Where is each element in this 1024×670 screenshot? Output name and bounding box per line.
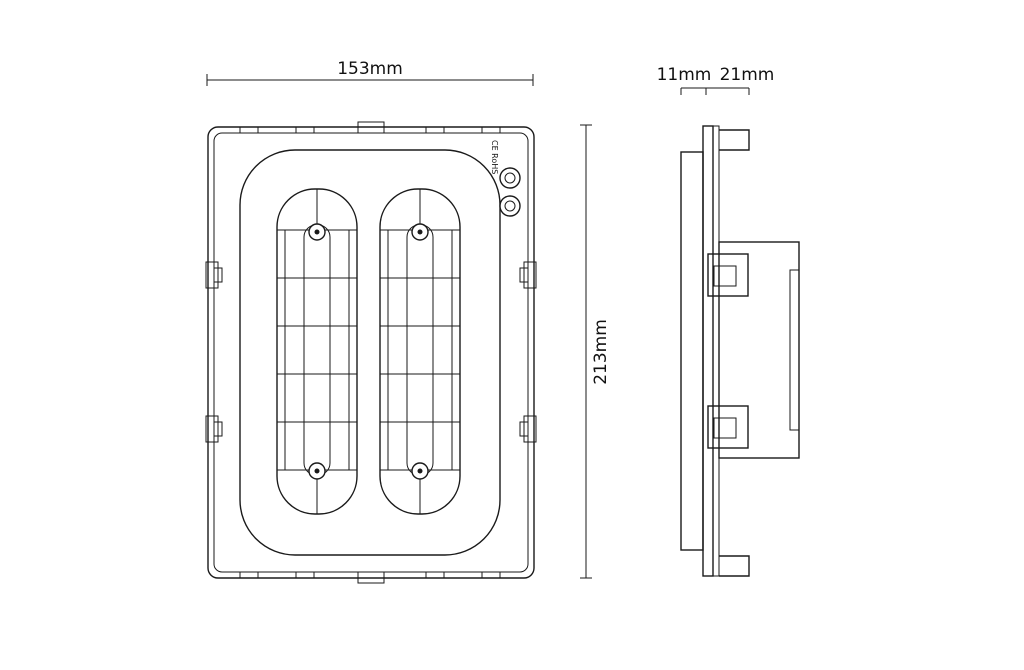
front-view: CE RoHS (205, 121, 537, 584)
left-vent-slot (276, 188, 358, 515)
depth-label-a: 11mm (657, 65, 712, 85)
ce-rohs-label: CE RoHS (490, 140, 499, 174)
depth-dimension: 11mm 21mm (657, 65, 775, 95)
right-vent-slot (379, 188, 461, 515)
back-plate (680, 151, 704, 551)
certification-marks: CE RoHS (490, 140, 521, 217)
depth-label-b: 21mm (720, 65, 775, 85)
outer-plate (207, 126, 535, 579)
side-clip (707, 253, 749, 297)
recycle-symbol-icon (499, 167, 521, 189)
side-clips (205, 261, 537, 443)
side-clip (707, 405, 749, 449)
inner-frame (239, 149, 501, 556)
front-plate (702, 125, 714, 577)
width-dimension: 153mm (206, 59, 534, 86)
recycle-symbol-icon (499, 195, 521, 217)
height-dimension: 213mm (580, 124, 611, 579)
width-label: 153mm (337, 59, 403, 79)
module-body (718, 241, 800, 459)
height-label: 213mm (591, 319, 611, 385)
side-view (680, 125, 800, 577)
